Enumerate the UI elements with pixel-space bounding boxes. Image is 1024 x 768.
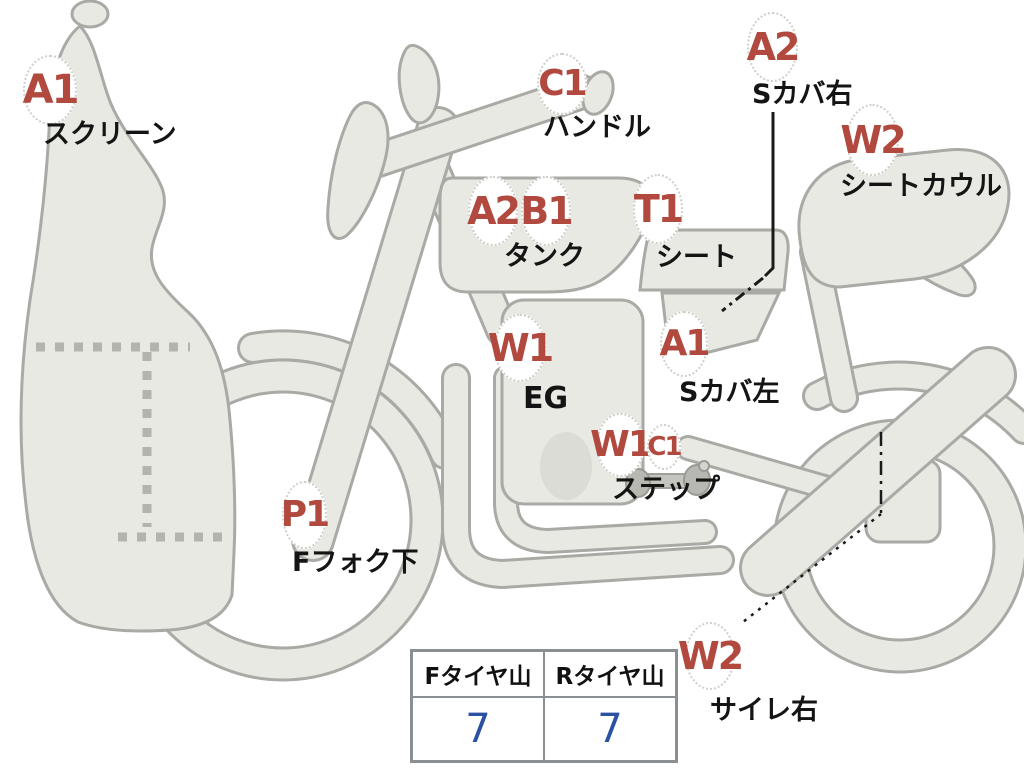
damage-badge-screen: A1 [23,55,79,125]
damage-badge-tank-1: A2 [467,176,521,246]
part-label-tank: タンク [504,241,585,272]
part-label-seat-cowl: シートカウル [840,171,1002,202]
front-tire-header: Fタイヤ山 [410,649,545,698]
damage-badge-side-cover-left: A1 [660,311,710,377]
part-label-handlebar: ハンドル [543,112,651,143]
front-tire-value: 7 [410,696,545,763]
rear-tire-value: 7 [543,696,678,763]
exhaust-pipe-inner-fill [496,368,715,551]
front-cowl [19,24,237,633]
leader-side-cover-right-dashdot [721,276,764,313]
part-label-step: ステップ [612,474,720,505]
exhaust-pipe-outer-fill [444,366,732,586]
damage-badge-engine: W1 [488,314,554,382]
seat-shape [638,228,790,292]
damage-badge-seat-cowl: W2 [840,104,907,176]
tire-table-value-row: 7 7 [410,696,678,763]
leader-side-cover-right-solid [763,112,775,278]
damage-badge-step-2: C1 [647,424,683,470]
damage-badge-seat: T1 [633,174,684,244]
step-knob-left [625,468,651,498]
headlight-cowl [326,101,390,240]
part-label-engine: EG [523,381,569,416]
mirror [397,43,441,125]
step-bolt [698,460,710,472]
tire-table-header-row: Fタイヤ山 Rタイヤ山 [410,649,678,698]
front-fork-fill [294,109,457,559]
part-label-side-cover-right: Sカバ右 [752,79,853,110]
rear-tire-header: Rタイヤ山 [543,649,678,698]
damage-badge-handlebar: C1 [537,53,588,115]
silencer-fill [742,349,1014,594]
part-label-side-cover-left: Sカバ左 [679,377,780,408]
part-label-screen: スクリーン [43,119,177,150]
damage-badge-silencer: W2 [678,622,744,690]
part-label-silencer: サイレ右 [710,695,818,726]
part-label-front-fork: Fフォク下 [292,547,419,578]
step-knob-right [683,464,711,496]
damage-badge-tank-2: B1 [520,176,574,246]
damage-badge-side-cover-right: A2 [747,12,800,82]
damage-badge-front-fork: P1 [281,481,330,549]
tire-tread-table: Fタイヤ山 Rタイヤ山 7 7 [410,649,678,763]
screen-tip [70,0,110,29]
seat-cowl-shape [797,148,1011,289]
part-label-seat: シート [656,242,737,273]
leader-silencer-dotted [742,513,882,623]
engine-case [540,432,592,500]
damage-badge-step-1: W1 [590,413,653,477]
